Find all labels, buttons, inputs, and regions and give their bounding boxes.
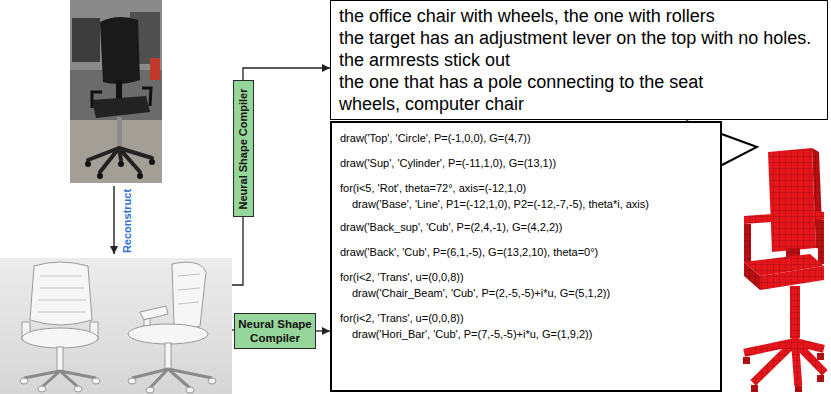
voxel-chair bbox=[743, 148, 824, 392]
node-text: wheels, computer chair bbox=[339, 93, 819, 115]
code-line: draw('Top', 'Circle', P=(-1,0,0), G=(4,7… bbox=[340, 131, 712, 145]
chair-photo bbox=[70, 0, 162, 183]
voxel-seat-side bbox=[744, 262, 760, 290]
photo-floor bbox=[70, 120, 162, 183]
node-text: the office chair with wheels, the one wi… bbox=[339, 5, 819, 27]
photo-chair-arm bbox=[142, 88, 151, 106]
step-label: Reconstruct bbox=[121, 189, 134, 253]
photo-chair-back bbox=[100, 17, 140, 84]
voxel-base bbox=[748, 342, 822, 382]
flow-arrow bbox=[243, 68, 330, 80]
code-line: draw('Back', 'Cub', P=(6,1,-5), G=(13,2,… bbox=[340, 245, 712, 259]
photo-ground bbox=[70, 0, 162, 183]
voxel-wheels bbox=[743, 353, 824, 392]
mesh-ground bbox=[0, 258, 232, 394]
compiler-box: Neural Shape Compiler bbox=[234, 313, 316, 349]
mesh-chair-side bbox=[128, 262, 216, 393]
reconstruct-arrow bbox=[113, 186, 114, 254]
voxel-arm-post bbox=[744, 224, 751, 262]
flow-arrow bbox=[316, 330, 330, 331]
code-line: draw('Sup', 'Cylinder', P=(-11,1,0), G=(… bbox=[340, 156, 712, 170]
code-line: draw('Back_sup', 'Cub', P=(2,4,-1), G=(4… bbox=[340, 220, 712, 234]
voxel-pole bbox=[790, 286, 800, 338]
photo-tag bbox=[150, 58, 160, 80]
code-line: draw('Hori_Bar', 'Cub', P=(7,-5,-5)+i*u,… bbox=[340, 327, 712, 341]
code-line: draw('Base', 'Line', P1=(-12,1,0), P2=(-… bbox=[340, 197, 712, 211]
voxel-back bbox=[768, 148, 816, 252]
photo-chair-pole bbox=[117, 117, 122, 147]
node-text: Neural Shape Compiler bbox=[238, 317, 312, 345]
node-text: the target has an adjustment lever on th… bbox=[339, 27, 819, 71]
code-line: for(i<2, 'Trans', u=(0,0,8)) bbox=[340, 270, 712, 284]
photo-chair-arm bbox=[92, 92, 102, 108]
photo-shelf bbox=[72, 18, 100, 62]
code-line: draw('Chair_Beam', 'Cub', P=(2,-5,-5)+i*… bbox=[340, 286, 712, 300]
photo-chair-wheels bbox=[85, 159, 155, 179]
description-box: the office chair with wheels, the one wi… bbox=[330, 0, 828, 120]
code-line: for(i<5, 'Rot', theta=72°, axis=(-12,1,0… bbox=[340, 181, 712, 195]
reconstructed-mesh bbox=[0, 258, 232, 394]
node-text: Neural Shape Compiler bbox=[237, 88, 250, 209]
voxel-arm bbox=[744, 214, 772, 224]
photo-chair-base bbox=[88, 148, 152, 172]
code-line: for(i<2, 'Trans', u=(0,0,8)) bbox=[340, 311, 712, 325]
voxel-arm bbox=[812, 210, 824, 220]
photo-chair-seat bbox=[92, 96, 150, 118]
node-text: the one that has a pole connecting to th… bbox=[339, 71, 819, 93]
voxel-arm-post bbox=[818, 220, 824, 264]
compiler-box: Neural Shape Compiler bbox=[233, 80, 254, 217]
program-box: draw('Top', 'Circle', P=(-1,0,0), G=(4,7… bbox=[330, 121, 722, 392]
mesh-chair-front bbox=[20, 262, 100, 392]
